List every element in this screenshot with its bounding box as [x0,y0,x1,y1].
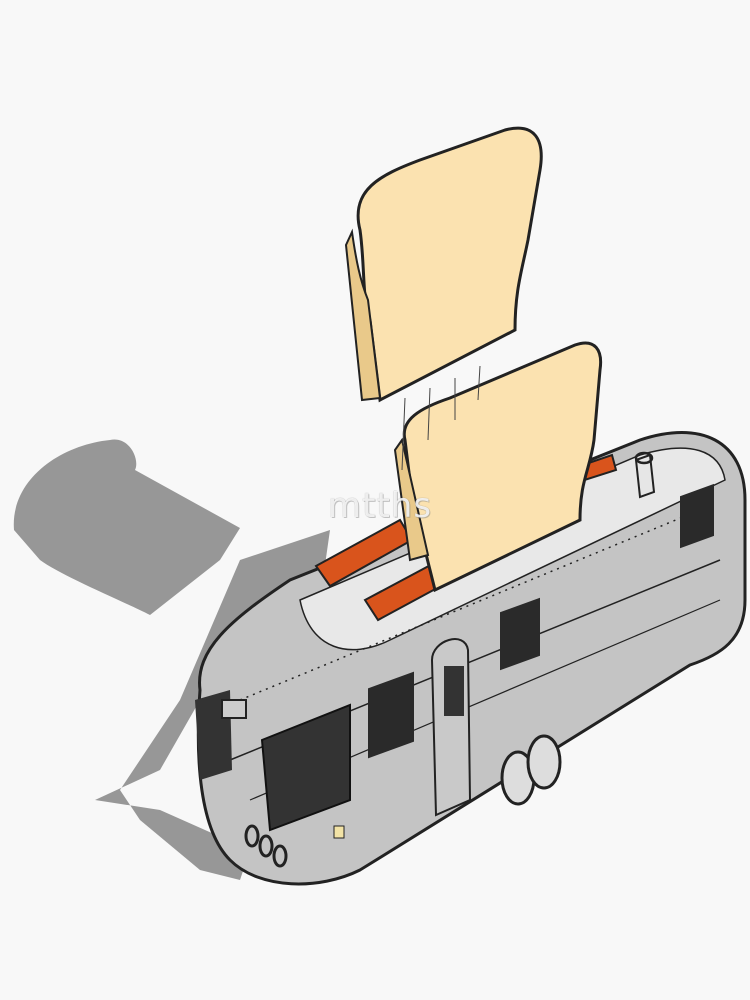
toast-in-slot [393,341,603,593]
toast-flying [344,126,543,471]
toast-shadow [13,439,241,615]
